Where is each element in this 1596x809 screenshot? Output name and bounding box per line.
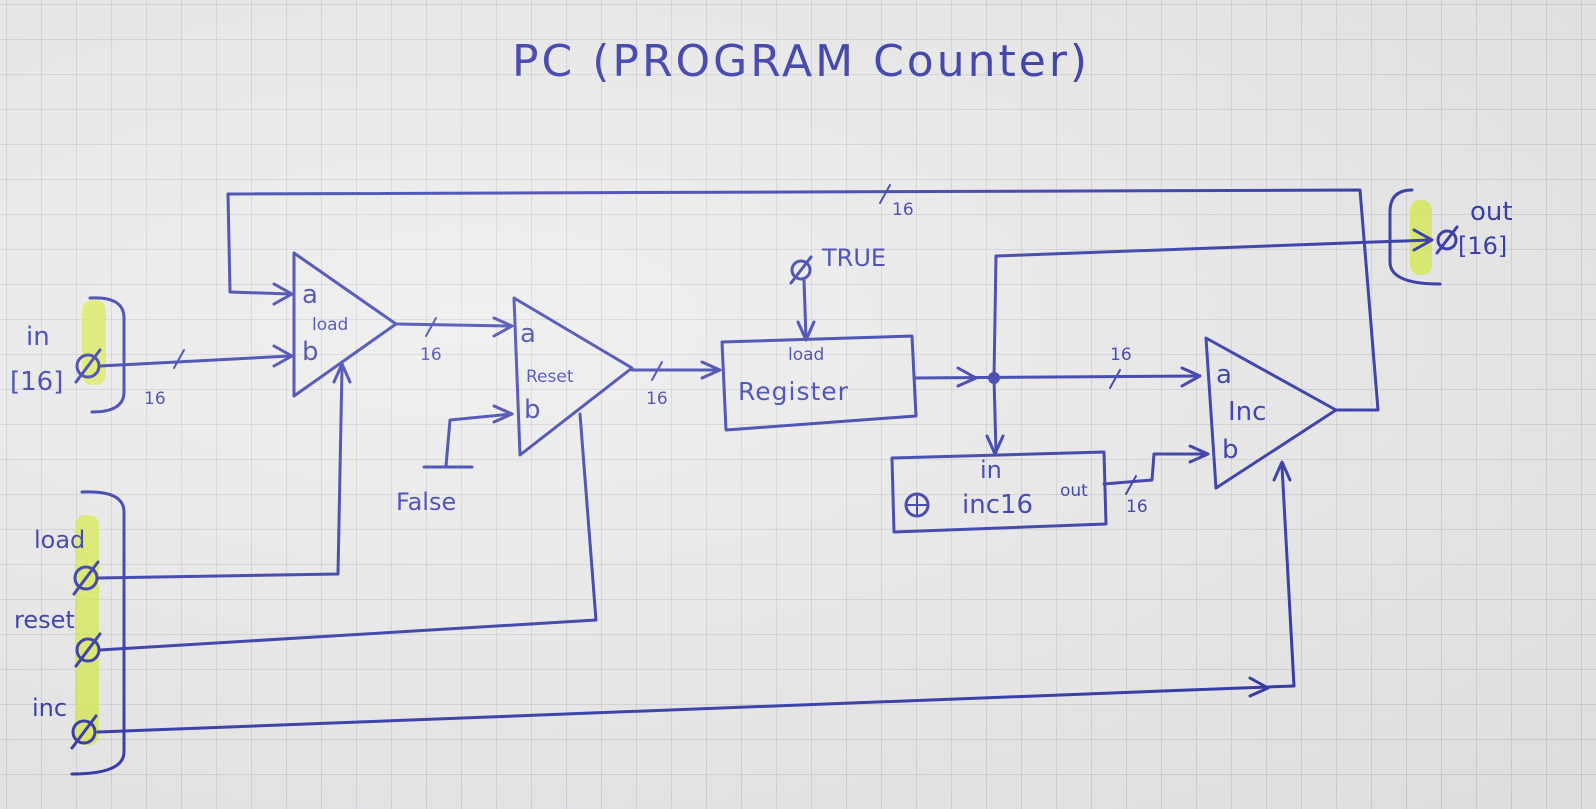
out-label: out [1470, 197, 1513, 227]
false-label: False [396, 488, 456, 516]
arrow-mux-load-sel [332, 362, 352, 384]
wire-feedback-to-mux-load-a [226, 188, 1380, 412]
bus-width-feedback: 16 [892, 200, 914, 220]
mux-reset [512, 296, 634, 457]
mux-load [292, 251, 398, 398]
mux-reset-port-a: a [520, 319, 536, 349]
out-pin-icon [1435, 225, 1459, 255]
arrow-inc16-in [985, 434, 1005, 456]
wire-register-to-out [992, 238, 1432, 380]
arrow-register-load [796, 320, 816, 342]
bus-width-in: 16 [144, 389, 166, 409]
in-width-label: [16] [10, 367, 63, 397]
in-pin-highlight [82, 300, 106, 385]
mux-inc [1204, 336, 1338, 490]
wire-inc-to-mux-inc [96, 464, 1296, 734]
plus-circle-icon [904, 492, 930, 518]
register-box [720, 334, 918, 432]
arrow-inc-wire [1248, 676, 1270, 698]
arrow-mux-inc-sel [1272, 460, 1292, 482]
arrow-mux-reset-b [492, 404, 514, 424]
mux-inc-name: Inc [1228, 397, 1266, 427]
true-pin-icon [789, 255, 813, 285]
arrow-out [1412, 228, 1434, 252]
arrow-mux-load-a [272, 282, 294, 306]
inc16-out-port: out [1060, 481, 1088, 501]
inc16-box [890, 450, 1108, 534]
bus-tick-in [173, 349, 185, 369]
wire-load-to-mux-load [96, 366, 344, 580]
register-load-port: load [788, 345, 824, 365]
in-label: in [26, 322, 50, 352]
arrow-mux-load-b [272, 344, 294, 368]
wire-false-to-mux-reset-b [444, 412, 514, 468]
mux-inc-port-a: a [1216, 360, 1232, 390]
load-label: load [34, 526, 85, 554]
arrow-register-in [700, 360, 722, 380]
bus-width-mux-reset-out: 16 [646, 389, 668, 409]
arrow-mux-inc-a [1180, 366, 1202, 388]
bus-tick-register-out [1109, 369, 1121, 389]
true-label: TRUE [821, 244, 886, 272]
register-name: Register [738, 377, 849, 406]
out-width-label: [16] [1458, 232, 1507, 260]
mux-reset-port-b: b [524, 395, 541, 425]
mux-reset-name: Reset [526, 367, 574, 387]
mux-load-port-b: b [302, 337, 319, 367]
wire-inc16-to-mux-inc-b [1102, 452, 1208, 486]
wire-true-to-register-load [802, 278, 808, 340]
in-bracket [88, 296, 126, 414]
bus-width-register-out: 16 [1110, 345, 1132, 365]
out-pin-highlight [1410, 200, 1432, 275]
inc16-in-port: in [980, 456, 1002, 484]
bus-tick-inc16-out [1125, 475, 1137, 495]
mux-load-port-a: a [302, 280, 318, 310]
bus-tick-feedback [879, 184, 891, 204]
wire-reset-to-mux-reset [98, 412, 598, 652]
arrow-mux-inc-b [1188, 444, 1210, 464]
inc-pin-icon [70, 714, 98, 750]
wire-register-to-mux-inc-a [912, 374, 1200, 380]
mux-load-name: load [312, 315, 348, 335]
wire-register-to-inc16 [992, 376, 998, 454]
control-bracket [70, 490, 126, 776]
bus-tick-mux-load-out [425, 317, 437, 337]
arrow-register-out [956, 366, 978, 388]
bus-width-inc16-out: 16 [1126, 497, 1148, 517]
wire-in-to-mux-load-b [98, 354, 292, 368]
wire-mux-load-to-mux-reset-a [394, 322, 512, 328]
diagram-title: PC (PROGRAM Counter) [512, 36, 1090, 87]
control-pins-highlight [75, 515, 99, 745]
reset-label: reset [14, 606, 75, 634]
mux-inc-port-b: b [1222, 435, 1239, 465]
bus-width-mux-load-out: 16 [420, 345, 442, 365]
inc-label: inc [32, 694, 67, 722]
inc16-name: inc16 [962, 490, 1033, 520]
arrow-mux-reset-a [492, 316, 514, 338]
out-bracket [1388, 188, 1442, 286]
bus-tick-mux-reset-out [651, 361, 663, 381]
